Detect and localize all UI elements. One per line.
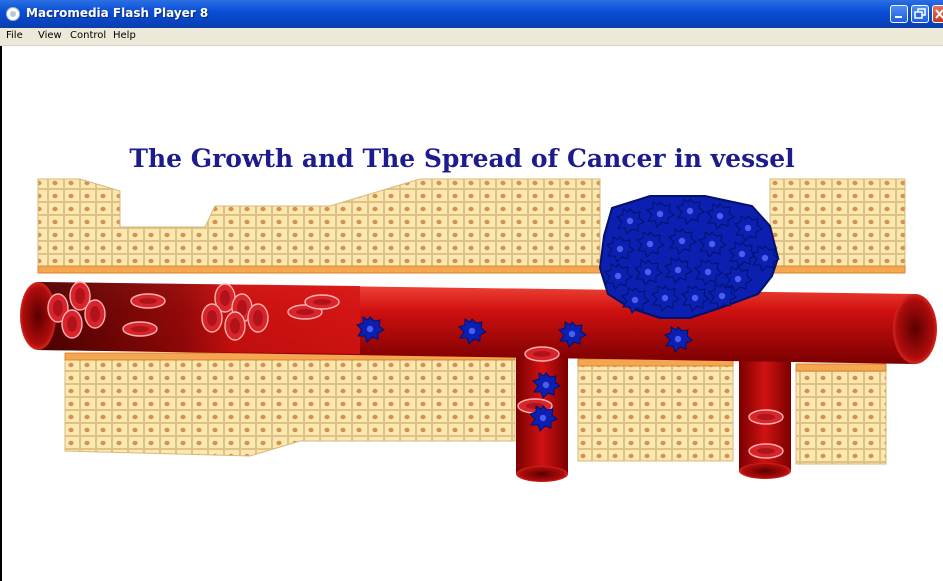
red-blood-cell [123, 322, 157, 336]
close-icon [933, 6, 943, 22]
red-blood-cell [749, 410, 783, 424]
menu-bar: File View Control Help [0, 28, 943, 46]
window-title: Macromedia Flash Player 8 [26, 6, 208, 20]
red-blood-cell [202, 304, 222, 332]
red-blood-cell [131, 294, 165, 308]
menu-help[interactable]: Help [113, 30, 136, 41]
menu-control[interactable]: Control [70, 30, 106, 41]
upper-tissue [38, 179, 600, 273]
minimize-icon [891, 6, 907, 22]
menu-file[interactable]: File [6, 30, 23, 41]
red-blood-cell [525, 347, 559, 361]
restore-button[interactable] [911, 5, 929, 23]
red-blood-cell [225, 312, 245, 340]
red-blood-cell [749, 444, 783, 458]
restore-icon [912, 6, 928, 22]
cancer-vessel-illustration: The Growth and The Spread of Cancer in v… [0, 46, 943, 581]
lower-tissue-middle [578, 361, 733, 461]
red-blood-cell [85, 300, 105, 328]
lower-tissue-left [65, 356, 515, 456]
stage-heading: The Growth and The Spread of Cancer in v… [129, 144, 794, 173]
minimize-button[interactable] [890, 5, 908, 23]
title-bar[interactable]: Macromedia Flash Player 8 [0, 0, 943, 28]
red-blood-cell [305, 295, 339, 309]
vessel-right-opening [893, 294, 937, 364]
lower-tissue-right [796, 364, 886, 464]
flash-player-icon [6, 7, 20, 21]
close-button[interactable] [932, 5, 943, 23]
red-blood-cell [248, 304, 268, 332]
red-blood-cell [62, 310, 82, 338]
lower-vessel-wall-right [796, 364, 886, 371]
upper-tissue-right [770, 179, 905, 273]
branch-left-opening [516, 466, 568, 482]
menu-view[interactable]: View [38, 30, 62, 41]
branch-right-opening [739, 463, 791, 479]
